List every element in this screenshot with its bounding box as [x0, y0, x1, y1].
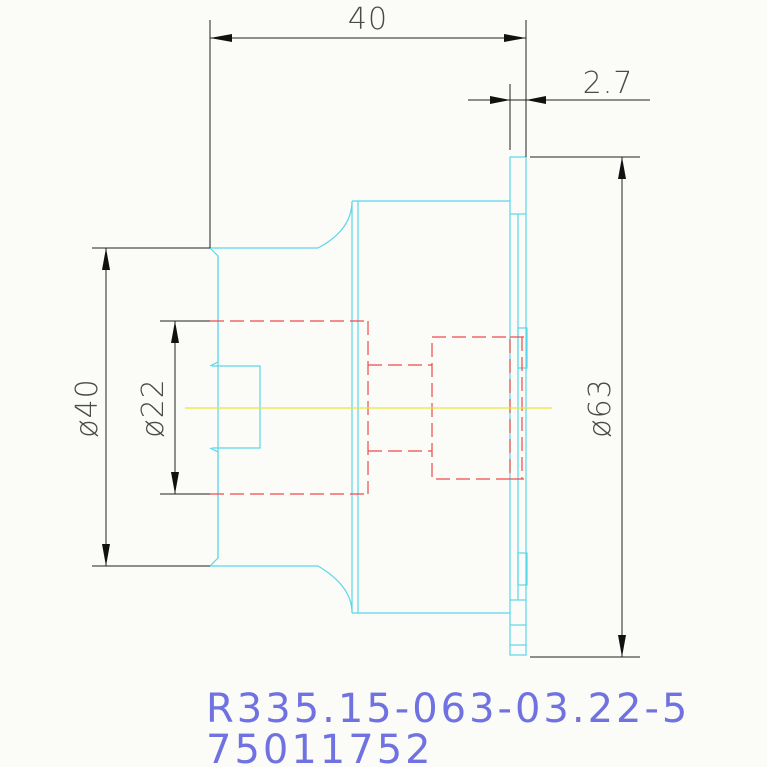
dim-overall-length: 40	[348, 2, 388, 37]
dimension-lines	[92, 20, 650, 658]
dim-bore-diameter: ø22	[136, 378, 171, 438]
order-code-label: 75011752	[206, 727, 434, 767]
dim-outer-diameter: ø63	[583, 378, 618, 438]
dim-flange-thickness: 2.7	[583, 66, 634, 101]
part-outline	[209, 156, 528, 656]
dim-shank-diameter: ø40	[70, 378, 105, 438]
part-number-label: R335.15-063-03.22-5	[206, 686, 690, 732]
